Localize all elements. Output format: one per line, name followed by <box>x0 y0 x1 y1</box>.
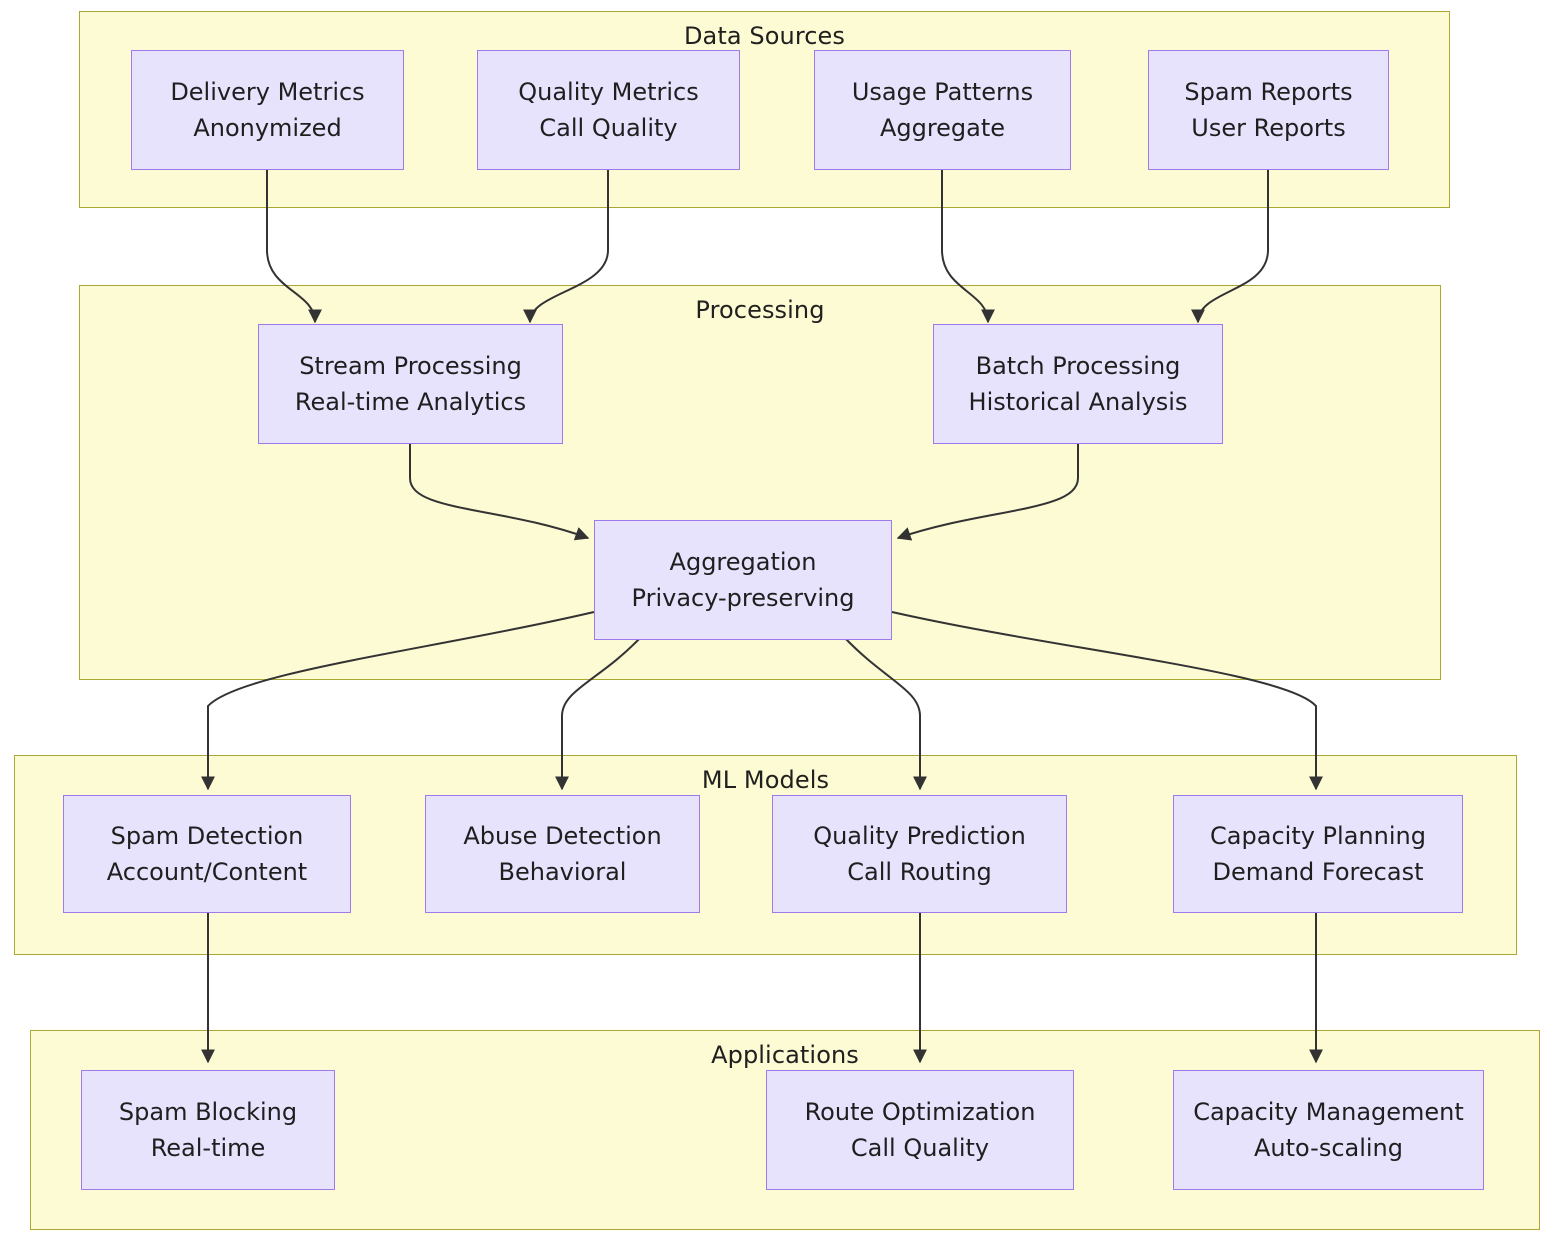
node-spam-blocking[interactable]: Spam Blocking Real-time <box>81 1070 335 1190</box>
node-delivery-metrics-line2: Anonymized <box>193 114 342 142</box>
node-quality-prediction[interactable]: Quality Prediction Call Routing <box>772 795 1067 913</box>
node-quality-metrics[interactable]: Quality Metrics Call Quality <box>477 50 740 170</box>
node-capacity-planning[interactable]: Capacity Planning Demand Forecast <box>1173 795 1463 913</box>
node-usage-patterns-line2: Aggregate <box>879 114 1006 142</box>
node-quality-prediction-line1: Quality Prediction <box>813 821 1026 850</box>
node-aggregation[interactable]: Aggregation Privacy-preserving <box>594 520 892 640</box>
node-spam-reports-line2: User Reports <box>1191 114 1346 142</box>
node-abuse-detection-line2: Behavioral <box>498 858 627 886</box>
node-quality-prediction-line2: Call Routing <box>847 858 992 886</box>
node-capacity-management-line1: Capacity Management <box>1193 1097 1464 1126</box>
node-spam-detection[interactable]: Spam Detection Account/Content <box>63 795 351 913</box>
node-delivery-metrics[interactable]: Delivery Metrics Anonymized <box>131 50 404 170</box>
node-spam-blocking-line2: Real-time <box>150 1134 266 1162</box>
node-abuse-detection[interactable]: Abuse Detection Behavioral <box>425 795 700 913</box>
node-capacity-planning-line2: Demand Forecast <box>1212 858 1424 886</box>
node-spam-detection-line1: Spam Detection <box>110 821 304 850</box>
node-stream-processing-line1: Stream Processing <box>299 351 522 380</box>
node-batch-processing-line1: Batch Processing <box>975 351 1181 380</box>
node-spam-blocking-line1: Spam Blocking <box>118 1097 298 1126</box>
node-stream-processing[interactable]: Stream Processing Real-time Analytics <box>258 324 563 444</box>
cluster-title-ml-models: ML Models <box>701 766 830 794</box>
node-usage-patterns-line1: Usage Patterns <box>851 77 1034 106</box>
node-capacity-management-line2: Auto-scaling <box>1253 1134 1403 1162</box>
node-delivery-metrics-line1: Delivery Metrics <box>170 77 365 106</box>
node-batch-processing[interactable]: Batch Processing Historical Analysis <box>933 324 1223 444</box>
node-route-optimization[interactable]: Route Optimization Call Quality <box>766 1070 1074 1190</box>
node-stream-processing-line2: Real-time Analytics <box>294 388 527 416</box>
node-route-optimization-line1: Route Optimization <box>804 1097 1036 1126</box>
node-quality-metrics-line2: Call Quality <box>539 114 678 142</box>
cluster-title-data-sources: Data Sources <box>683 22 846 50</box>
node-quality-metrics-line1: Quality Metrics <box>518 77 699 106</box>
node-spam-reports-line1: Spam Reports <box>1184 77 1353 106</box>
node-capacity-planning-line1: Capacity Planning <box>1210 821 1426 850</box>
node-capacity-management[interactable]: Capacity Management Auto-scaling <box>1173 1070 1484 1190</box>
node-route-optimization-line2: Call Quality <box>850 1134 990 1162</box>
cluster-title-applications: Applications <box>711 1041 859 1069</box>
node-aggregation-line2: Privacy-preserving <box>631 584 855 612</box>
node-spam-reports[interactable]: Spam Reports User Reports <box>1148 50 1389 170</box>
cluster-title-processing: Processing <box>695 296 825 324</box>
node-usage-patterns[interactable]: Usage Patterns Aggregate <box>814 50 1071 170</box>
node-batch-processing-line2: Historical Analysis <box>968 388 1188 416</box>
node-abuse-detection-line1: Abuse Detection <box>463 821 662 850</box>
node-aggregation-line1: Aggregation <box>669 547 817 576</box>
node-spam-detection-line2: Account/Content <box>106 858 308 886</box>
